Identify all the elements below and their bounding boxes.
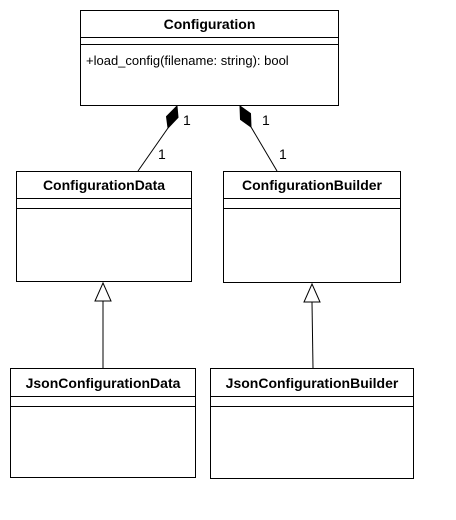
class-configuration-data-header-separator: [17, 198, 191, 199]
multiplicity-config-data-target: 1: [158, 146, 166, 162]
class-configuration-data-name: ConfigurationData: [42, 177, 166, 193]
class-configuration-builder-header-separator: [224, 198, 400, 199]
class-json-configuration-data-header-separator: [11, 396, 195, 397]
composition-diamond-config-data: [165, 104, 179, 130]
composition-diamond-config-builder: [239, 105, 252, 128]
composition-line-config-builder: [250, 126, 278, 172]
generalization-line-builder: [311, 301, 314, 369]
class-json-configuration-builder-attributes-separator: [211, 406, 413, 407]
generalization-arrow-data: [94, 281, 112, 302]
class-configuration-name: Configuration: [163, 16, 256, 32]
class-configuration-data[interactable]: ConfigurationData: [16, 171, 192, 282]
class-json-configuration-data-attributes-separator: [11, 406, 195, 407]
multiplicity-config-data-source: 1: [183, 112, 191, 128]
class-json-configuration-data[interactable]: JsonConfigurationData: [10, 368, 196, 478]
class-configuration[interactable]: Configuration +load_config(filename: str…: [80, 10, 339, 106]
class-configuration-data-attributes-separator: [17, 208, 191, 209]
multiplicity-config-builder-source: 1: [262, 112, 270, 128]
class-configuration-builder[interactable]: ConfigurationBuilder: [223, 171, 401, 283]
class-json-configuration-builder-header-separator: [211, 396, 413, 397]
class-configuration-builder-attributes-separator: [224, 208, 400, 209]
class-json-configuration-builder-name: JsonConfigurationBuilder: [225, 375, 399, 391]
class-configuration-method: +load_config(filename: string): bool: [86, 53, 289, 68]
class-json-configuration-builder[interactable]: JsonConfigurationBuilder: [210, 368, 414, 479]
class-configuration-header-separator: [81, 37, 338, 38]
class-configuration-attributes-separator: [81, 44, 338, 45]
multiplicity-config-builder-target: 1: [279, 146, 287, 162]
composition-line-config-data: [137, 127, 169, 172]
generalization-arrow-builder: [303, 282, 321, 303]
class-configuration-builder-name: ConfigurationBuilder: [242, 177, 382, 193]
class-json-configuration-data-name: JsonConfigurationData: [25, 375, 181, 391]
